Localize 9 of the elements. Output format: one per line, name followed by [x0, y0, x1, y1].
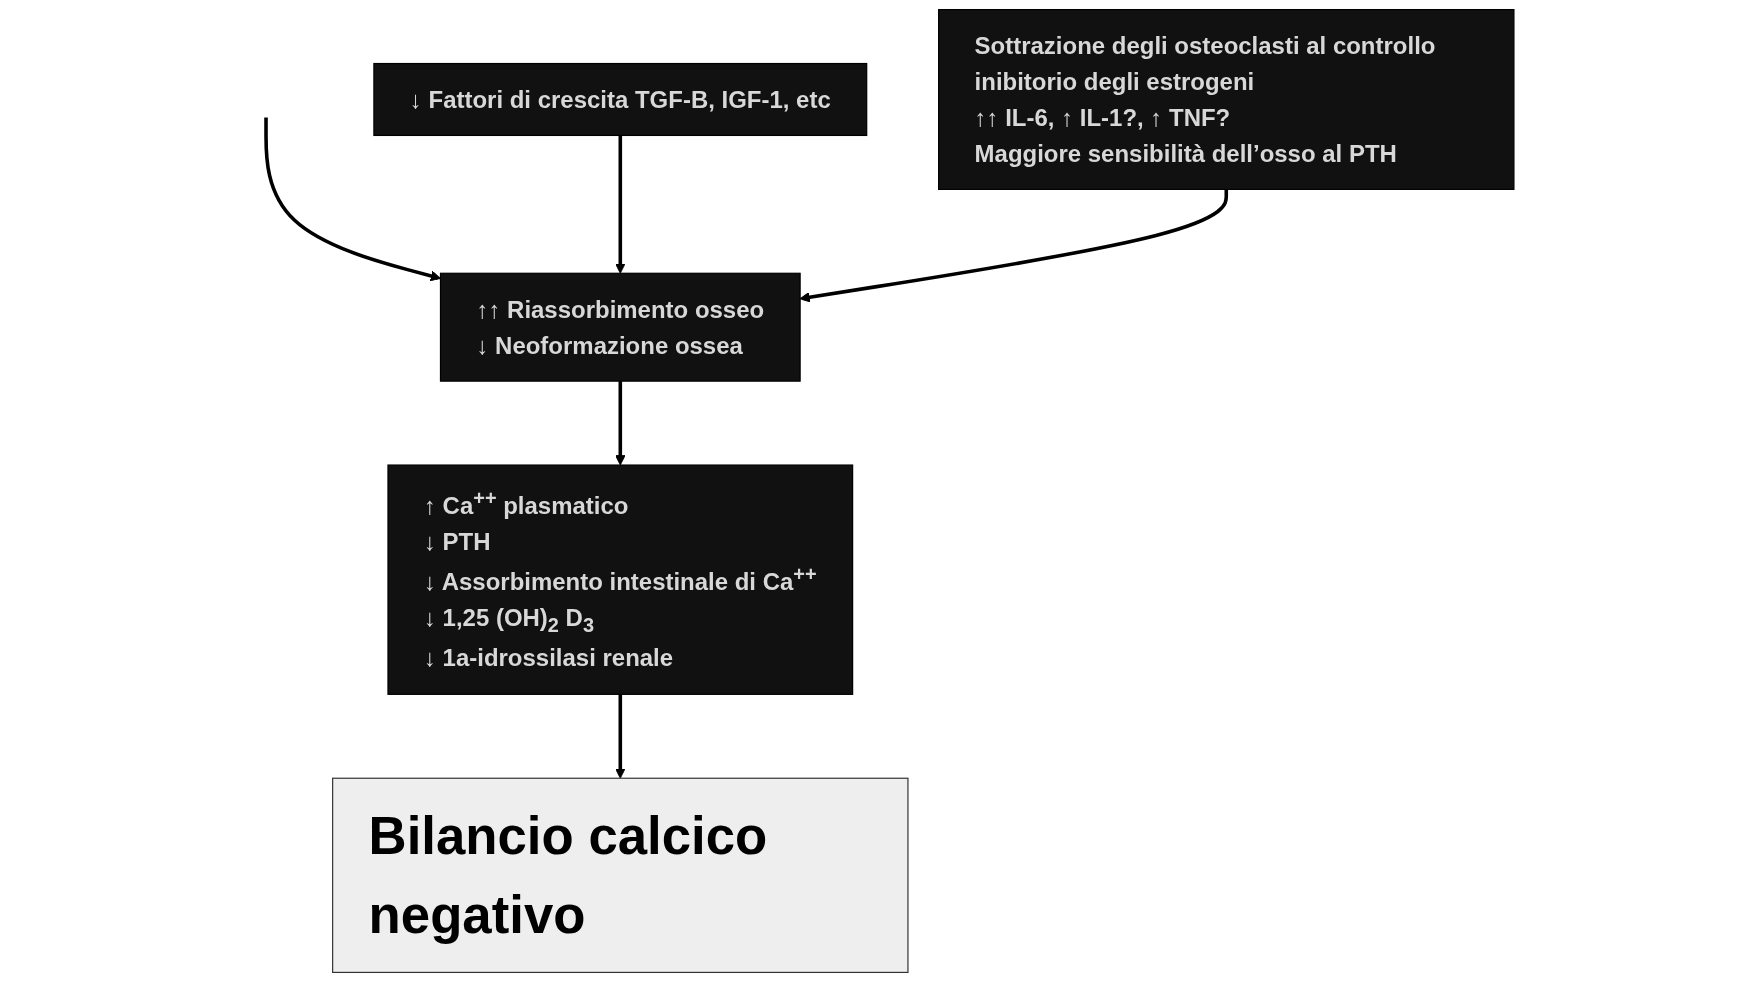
- node-box: ↓ Fattori di crescita TGF-B, IGF-1, etc: [373, 62, 868, 137]
- node-box: ↑↑ Riassorbimento osseo ↓ Neoformazione ossea: [439, 272, 801, 382]
- arrow: [615, 694, 626, 779]
- node-box: Bilancio calcico negativo: [332, 777, 909, 973]
- arrow: [264, 117, 441, 282]
- arrow: [615, 135, 626, 274]
- arrow: [615, 381, 626, 466]
- node-box: Sottrazione degli osteoclasti al controllo inibitorio degli estrogeni ↑↑ IL-6, ↑ IL-1?, ↑ TNF? Maggiore sensibilità dell’osso al PTH: [938, 9, 1515, 190]
- node-box: ↑ Ca$^{++}$ plasmatico ↓ PTH ↓ Assorbimento intestinale di Ca$^{++}$ ↓ 1,25 (OH)$_{2}$ D$_{3}$ ↓ 1a-idrossilasi renale: [387, 464, 854, 695]
